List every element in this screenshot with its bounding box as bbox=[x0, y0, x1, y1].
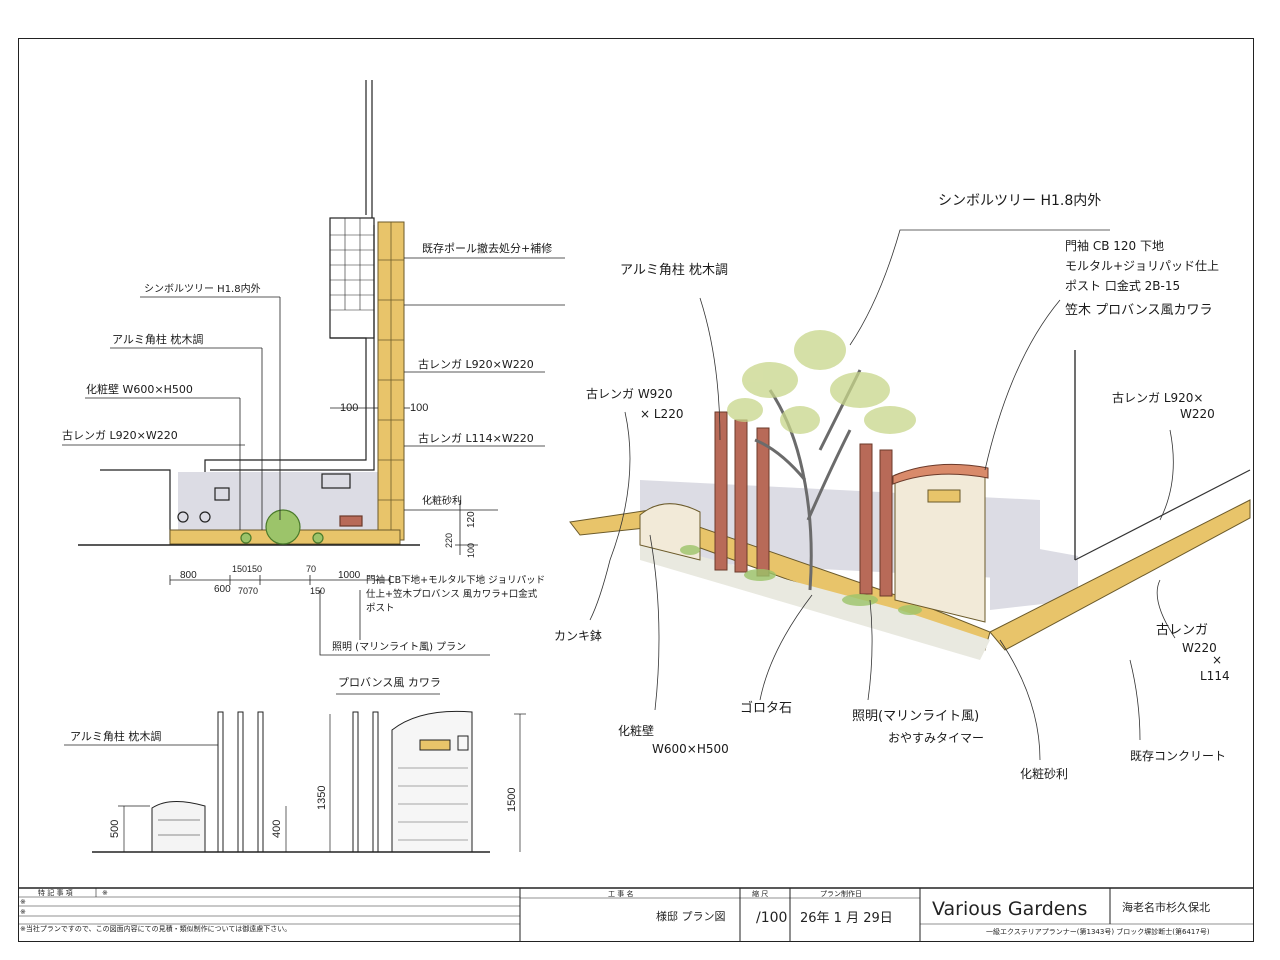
persp-old-brick-left-2: × L220 bbox=[640, 407, 683, 421]
dim-100-left: 100 bbox=[340, 402, 358, 414]
label-symbol-tree: シンボルツリー H1.8内外 bbox=[144, 282, 261, 295]
persp-old-brick-left-1: 古レンガ W920 bbox=[586, 386, 673, 401]
wall-spec-text: 門袖 CB下地+モルタル下地 ジョリパッド仕上+笠木プロバンス 風カワラ+口金式… bbox=[366, 575, 546, 614]
label-old-brick-c: 古レンガ L114×W220 bbox=[418, 432, 534, 445]
tb-project-header: 工 事 名 bbox=[608, 889, 633, 898]
persp-wall-spec-1: 門袖 CB 120 下地 bbox=[1065, 238, 1164, 253]
drawing-sheet bbox=[18, 38, 1254, 942]
dim-100-right: 100 bbox=[410, 402, 428, 414]
persp-label-alum-post: アルミ角柱 枕木調 bbox=[620, 263, 728, 278]
persp-label-symbol-tree: シンボルツリー H1.8内外 bbox=[938, 193, 1101, 209]
persp-old-brick-lower-1: 古レンガ bbox=[1156, 623, 1208, 638]
elev-label-provence: プロバンス風 カワラ bbox=[338, 676, 441, 689]
plan-view bbox=[62, 80, 565, 656]
persp-label-concrete: 既存コンクリート bbox=[1130, 749, 1226, 763]
tb-license: 一級エクステリアプランナー(第1343号) ブロック塀診断士(第6417号) bbox=[986, 927, 1210, 936]
perspective-view bbox=[569, 229, 1251, 761]
label-flower-bed: 化粧壁 W600×H500 bbox=[86, 382, 193, 396]
persp-old-brick-lower-3: × bbox=[1212, 653, 1222, 667]
dim-1000: 1000 bbox=[338, 570, 361, 581]
title-block bbox=[18, 887, 1254, 942]
label-old-brick-a: 古レンガ L920×W220 bbox=[418, 358, 534, 371]
dim-100b: 100 bbox=[466, 543, 476, 558]
persp-lighting-2: おやすみタイマー bbox=[888, 731, 984, 745]
persp-label-gorota: ゴロタ石 bbox=[740, 700, 792, 716]
tb-address: 海老名市杉久保北 bbox=[1122, 900, 1210, 914]
persp-label-kanki: カンキ鉢 bbox=[554, 629, 602, 643]
dim-70: 70 bbox=[306, 564, 316, 574]
dim-220: 220 bbox=[444, 533, 454, 548]
persp-wall-spec-3: ポスト 口金式 2B-15 bbox=[1065, 278, 1180, 293]
plan-labels: 既存ポール撤去処分+補修 古レンガ L920×W220 古レンガ L114×W2… bbox=[62, 241, 552, 653]
tb-notes-header: 特 記 事 項 bbox=[38, 888, 73, 897]
label-demolish: 既存ポール撤去処分+補修 bbox=[422, 241, 552, 255]
dim-1350: 1350 bbox=[316, 786, 328, 810]
persp-wall-spec-4: 笠木 プロバンス風カワラ bbox=[1065, 303, 1213, 318]
tb-notes-mark-2: ※ bbox=[20, 898, 26, 906]
dim-500: 500 bbox=[109, 820, 121, 838]
elevation-labels: アルミ角柱 枕木調 プロバンス風 カワラ 500 400 1350 1500 bbox=[70, 676, 518, 838]
tb-scale-header: 縮 尺 bbox=[752, 889, 768, 898]
tb-notes-text: ※当社プランですので、この図面内容にての見積・類似制作については御遠慮下さい。 bbox=[20, 924, 291, 933]
title-block-text: 特 記 事 項 ※ ※ ※ ※当社プランですので、この図面内容にての見積・類似制… bbox=[20, 888, 1210, 936]
persp-wall-spec-2: モルタル+ジョリパッド仕上 bbox=[1065, 259, 1219, 273]
label-lighting: 照明 (マリンライト風) プラン bbox=[332, 641, 466, 653]
persp-flower-bed-2: W600×H500 bbox=[652, 742, 729, 756]
persp-label-gravel: 化粧砂利 bbox=[1020, 767, 1068, 781]
dim-1500: 1500 bbox=[506, 788, 518, 812]
persp-old-brick-lower-4: L114 bbox=[1200, 669, 1230, 683]
tb-notes-mark-1: ※ bbox=[102, 889, 108, 897]
tb-project-name: 様邸 プラン図 bbox=[656, 909, 726, 923]
tb-date-value: 26年 1 月 29日 bbox=[800, 911, 893, 926]
label-old-brick-b: 古レンガ L920×W220 bbox=[62, 429, 178, 442]
dim-400: 400 bbox=[271, 820, 283, 838]
label-wall-spec: 門袖 CB下地+モルタル下地 ジョリパッド仕上+笠木プロバンス 風カワラ+口金式… bbox=[366, 575, 546, 614]
dim-150-150: 150150 bbox=[232, 564, 262, 574]
dim-600: 600 bbox=[214, 584, 231, 595]
persp-lighting-1: 照明(マリンライト風) bbox=[852, 709, 979, 724]
persp-old-brick-right-1: 古レンガ L920× bbox=[1112, 390, 1203, 405]
persp-old-brick-lower-2: W220 bbox=[1182, 641, 1217, 655]
dim-70-70: 7070 bbox=[238, 586, 258, 596]
tb-scale-value: /100 bbox=[756, 910, 787, 926]
tb-company: Various Gardens bbox=[932, 898, 1087, 920]
tb-date-header: プラン制作日 bbox=[820, 889, 862, 898]
tb-notes-mark-3: ※ bbox=[20, 908, 26, 916]
label-gravel: 化粧砂利 bbox=[422, 494, 462, 507]
dim-150: 150 bbox=[310, 586, 325, 596]
dim-120: 120 bbox=[466, 511, 477, 528]
persp-old-brick-right-2: W220 bbox=[1180, 407, 1215, 421]
persp-flower-bed-1: 化粧壁 bbox=[618, 723, 654, 738]
dim-800: 800 bbox=[180, 570, 197, 581]
label-alum-post: アルミ角柱 枕木調 bbox=[112, 332, 203, 346]
elev-label-alum-post: アルミ角柱 枕木調 bbox=[70, 729, 161, 743]
elevation-view bbox=[64, 693, 526, 853]
perspective-labels: シンボルツリー H1.8内外 門袖 CB 120 下地 モルタル+ジョリパッド仕… bbox=[554, 193, 1230, 781]
